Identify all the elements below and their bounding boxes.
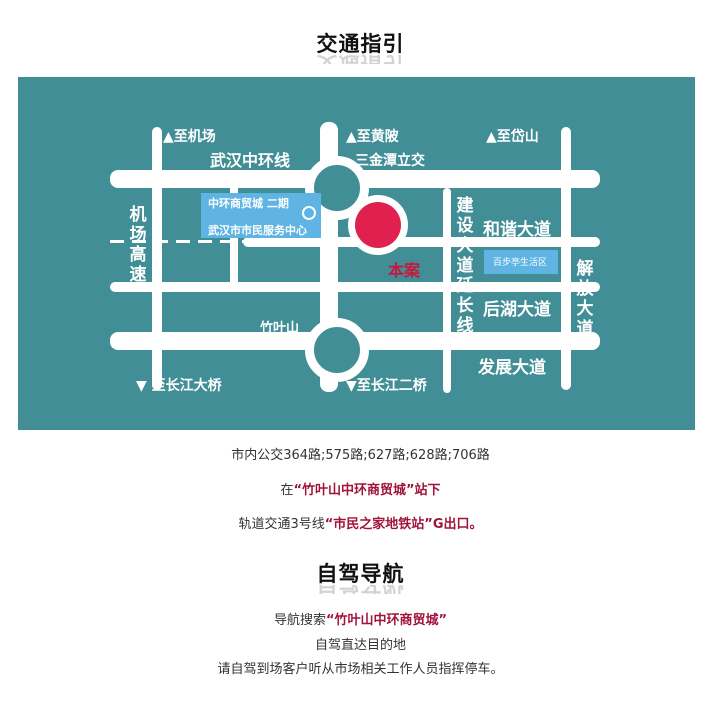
bus-stop-prefix: 在 xyxy=(280,483,294,498)
label-jianshe-ext: 建设大道延长线 xyxy=(456,196,474,336)
direction-to-daishan: ▲至岱山 xyxy=(486,129,539,145)
project-label: 本案 xyxy=(388,261,421,280)
metro-line: 轨道交通3号线“市民之家地铁站”G出口。 xyxy=(0,513,721,532)
road-airport-highway xyxy=(152,127,162,390)
road-houhu xyxy=(110,282,600,292)
road-hexie xyxy=(243,237,600,247)
bus-stop-suffix: 站下 xyxy=(414,483,441,498)
location-map: 中环商贸城 二期 武汉市市民服务中心 本案 百步亭生活区 ▲至机场 ▲至黄陂 ▲… xyxy=(18,77,695,430)
road-jianshe-ext xyxy=(443,188,451,393)
title-reflection: 交通指引 xyxy=(0,52,721,64)
road-jiefang xyxy=(561,127,571,390)
nav-target: “竹叶山中环商贸城” xyxy=(325,613,448,628)
nav-prefix: 导航搜索 xyxy=(273,613,326,628)
direction-to-yangtze-bridge: ▼ 至长江大桥 xyxy=(136,378,222,394)
transport-title-text: 交通指引 xyxy=(316,32,405,56)
metro-line-dashed xyxy=(110,240,330,243)
transport-section-title: 交通指引 交通指引 xyxy=(0,28,721,64)
project-marker-icon xyxy=(355,202,401,248)
poi-baibuting: 百步亭生活区 xyxy=(493,258,548,268)
label-zhuyeshan: 竹叶山 xyxy=(260,321,300,336)
driving-title-text: 自驾导航 xyxy=(316,562,405,586)
direction-to-second-bridge: ▼至长江二桥 xyxy=(346,378,427,394)
poi-trade-city-phase2: 中环商贸城 二期 xyxy=(208,197,289,210)
label-sanjintan: 三金潭立交 xyxy=(355,153,425,169)
direction-to-airport: ▲至机场 xyxy=(163,129,216,145)
label-fazhan: 发展大道 xyxy=(478,358,546,378)
metro-exit: G出口。 xyxy=(432,517,483,532)
poi-baibuting-box xyxy=(484,250,558,274)
poi-circle-icon xyxy=(302,206,316,220)
nav-search-line: 导航搜索“竹叶山中环商贸城” xyxy=(0,609,721,628)
driving-section-title: 自驾导航 自驾导航 xyxy=(0,558,721,594)
roundabout-zhuyeshan xyxy=(305,318,369,382)
title-reflection-text: 自驾导航 xyxy=(316,582,405,594)
title-reflection: 自驾导航 xyxy=(0,582,721,594)
label-hexie: 和谐大道 xyxy=(483,220,551,240)
drive-direct-line: 自驾直达目的地 xyxy=(314,638,406,653)
label-middle-ring: 武汉中环线 xyxy=(210,151,291,170)
poi-citizen-center: 武汉市市民服务中心 xyxy=(208,224,307,237)
parking-instruction: 请自驾到场客户听从市场相关工作人员指挥停车。 xyxy=(217,662,504,677)
direction-to-huangpi: ▲至黄陂 xyxy=(346,129,399,145)
metro-station: “市民之家地铁站” xyxy=(324,517,433,532)
metro-prefix: 轨道交通3号线 xyxy=(238,517,325,532)
poi-citizen-center-box xyxy=(201,193,321,238)
label-airport-highway: 机场高速 xyxy=(129,205,147,285)
label-jiefang: 解放大道 xyxy=(576,259,594,339)
label-houhu: 后湖大道 xyxy=(483,300,551,320)
bus-stop-name: “竹叶山中环商贸城” xyxy=(293,483,415,498)
road-left-inner xyxy=(230,188,238,288)
bus-stop-line: 在“竹叶山中环商贸城”站下 xyxy=(0,479,721,498)
bus-lines: 市内公交364路;575路;627路;628路;706路 xyxy=(231,448,490,463)
title-reflection-text: 交通指引 xyxy=(316,52,405,64)
